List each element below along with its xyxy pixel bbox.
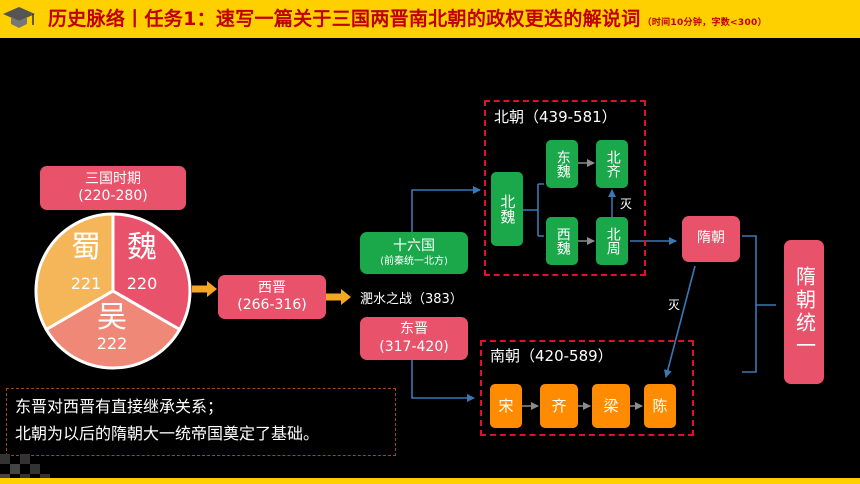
sui-bracket: [742, 235, 776, 373]
wu-slice: [44, 289, 182, 370]
sixteen-kingdoms-name: 十六国: [393, 238, 435, 254]
sixteen-kingdoms-box: 十六国 (前秦统一北方): [360, 232, 468, 274]
three-kingdoms-label: 三国时期 (220-280): [40, 166, 186, 210]
destroy-label-sui: 灭: [668, 298, 681, 312]
chen-box: 陈: [644, 384, 676, 428]
shu-name: 蜀: [71, 230, 101, 265]
arrow-ej-to-sd: [411, 360, 475, 402]
split-bracket: [523, 183, 544, 237]
graduation-cap-icon: [3, 7, 35, 28]
northern-qi-box: 北齐: [596, 140, 628, 188]
sui-unification-box: 隋朝统一: [784, 240, 824, 384]
wu-name: 吴: [97, 300, 127, 335]
northern-zhou-box: 北周: [596, 217, 628, 265]
eastern-jin-box: 东晋 (317-420): [360, 317, 468, 360]
destroy-label-north: 灭: [620, 197, 633, 211]
three-kingdoms-name: 三国时期: [85, 170, 141, 187]
eastern-jin-name: 东晋: [400, 321, 428, 337]
title-note: （时间10分钟，字数<300）: [642, 18, 767, 28]
western-jin-box: 西晋 (266-316): [218, 275, 326, 319]
western-wei-box: 西魏: [546, 217, 578, 265]
arrow-16k-to-nw: [411, 186, 481, 232]
sui-box: 隋朝: [682, 216, 740, 262]
southern-dynasties-title: 南朝（420-589）: [490, 347, 613, 365]
liang-box: 梁: [592, 384, 630, 428]
note-line: 北朝为以后的隋朝大一统帝国奠定了基础。: [15, 424, 320, 443]
page-title: 历史脉络丨任务1：速写一篇关于三国两晋南北朝的政权更迭的解说词（时间10分钟，字…: [48, 4, 767, 31]
three-kingdoms-years: (220-280): [78, 188, 148, 204]
title-text: 历史脉络丨任务1：速写一篇关于三国两晋南北朝的政权更迭的解说词: [48, 8, 641, 30]
three-kingdoms-pie: [34, 212, 192, 370]
northern-dynasties-title: 北朝（439-581）: [494, 108, 617, 126]
feishui-battle-label: 淝水之战（383）: [360, 292, 463, 307]
title-bar: [0, 0, 860, 38]
shu-year: 221: [70, 274, 102, 293]
note-line: 东晋对西晋有直接继承关系；: [15, 397, 224, 416]
eastern-wei-box: 东魏: [546, 140, 578, 188]
northern-dynasties-frame: [484, 100, 646, 276]
sixteen-kingdoms-sub: (前秦统一北方): [380, 255, 448, 267]
wei-name: 魏: [127, 230, 157, 265]
qi-box: 齐: [540, 384, 578, 428]
wei-year: 220: [126, 274, 158, 293]
western-jin-years: (266-316): [237, 297, 307, 313]
song-box: 宋: [490, 384, 522, 428]
notes-box: 东晋对西晋有直接继承关系； 北朝为以后的隋朝大一统帝国奠定了基础。: [6, 388, 396, 456]
wu-year: 222: [96, 334, 128, 353]
western-jin-name: 西晋: [258, 279, 286, 296]
bottom-bar: [0, 478, 860, 484]
northern-wei-box: 北魏: [491, 172, 523, 246]
eastern-jin-years: (317-420): [379, 338, 449, 355]
southern-dynasties-frame: [480, 340, 694, 436]
